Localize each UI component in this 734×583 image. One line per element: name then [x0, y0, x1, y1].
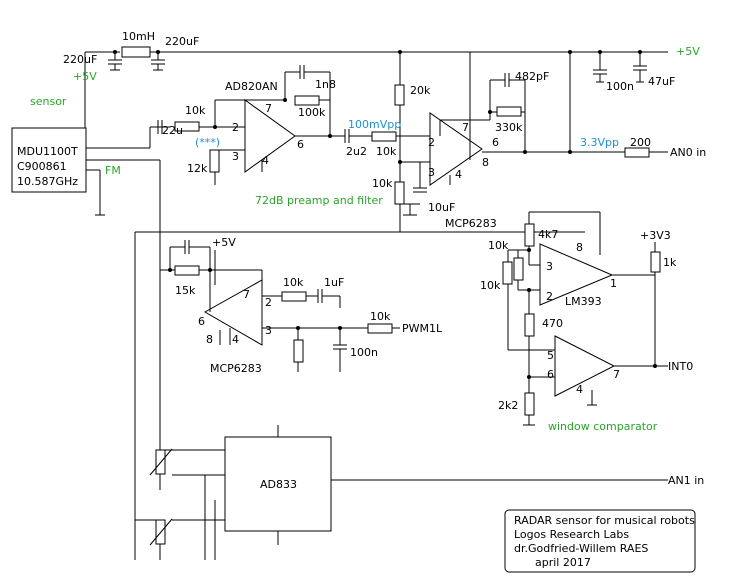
fm-pin-label: FM	[105, 164, 121, 177]
pin-3a: 3	[232, 150, 239, 163]
pin-2b: 2	[428, 136, 435, 149]
dac-part-label: AD833	[260, 478, 297, 491]
res-10k-g-label: 10k	[370, 310, 391, 323]
res-200-label: 200	[630, 136, 651, 149]
pin-2c: 2	[546, 290, 553, 303]
cap-47uF-label: 47uF	[648, 75, 675, 88]
pin-2e: 2	[265, 296, 272, 309]
sensor-module	[11, 127, 161, 450]
pin-8b: 8	[482, 156, 489, 169]
cap-100n-mid-label: 100n	[350, 346, 378, 359]
an1-label: AN1 in	[668, 474, 704, 487]
pin-4e: 4	[232, 333, 239, 346]
cap-2u2-label: 2u2	[346, 145, 367, 158]
preamp-part-label: AD820AN	[225, 80, 278, 93]
cap-220uF-right-label: 220uF	[165, 35, 199, 48]
res-20k-label: 20k	[410, 84, 431, 97]
res-10k-d-label: 10k	[488, 239, 509, 252]
pin-8e: 8	[206, 333, 213, 346]
inductor-10mH	[121, 46, 151, 58]
res-10k-e-label: 10k	[480, 279, 501, 292]
inductor-label: 10mH	[122, 30, 155, 43]
title-line-3: dr.Godfried-Willem RAES	[514, 542, 648, 555]
pin-3c: 3	[546, 260, 553, 273]
res-10k-b-label: 10k	[376, 145, 397, 158]
note-stars-label: (***)	[195, 136, 220, 149]
pin-3e: 3	[265, 324, 272, 337]
pin-3b: 3	[428, 166, 435, 179]
res-4k7-label: 4k7	[538, 228, 558, 241]
res-12k-label: 12k	[187, 162, 208, 175]
level-3v3pp-label: 3.3Vpp	[580, 136, 619, 149]
cap-482pF-label: 482pF	[515, 70, 549, 83]
filter-opamp	[344, 52, 668, 232]
pwm-filter-opamp	[160, 240, 400, 372]
pin-1c: 1	[610, 277, 617, 290]
res-10k-c-label: 10k	[372, 177, 393, 190]
int0-label: INT0	[668, 360, 693, 373]
title-line-1: RADAR sensor for musical robots	[514, 514, 695, 527]
sensor-note: sensor	[30, 95, 67, 108]
title-block	[504, 509, 696, 573]
sensor-part-label: MDU1100T	[17, 145, 78, 158]
vcc-right-label: +5V	[676, 45, 700, 58]
amp2-part-label: MCP6283	[445, 217, 497, 230]
cap-1uF-label: 1uF	[324, 276, 344, 289]
pin-4a: 4	[262, 154, 269, 167]
vcc-mid-label: +5V	[212, 236, 236, 249]
ad833-block	[135, 425, 668, 560]
pin-4d: 4	[576, 383, 583, 396]
sensor-code-label: C900861	[17, 160, 67, 173]
comp-part-label: LM393	[565, 295, 602, 308]
pin-5d: 5	[547, 349, 554, 362]
pin-2a: 2	[232, 121, 239, 134]
cap-100n-top-label: 100n	[606, 80, 634, 93]
res-330k-label: 330k	[495, 121, 523, 134]
sensor-freq-label: 10.587GHz	[17, 175, 78, 188]
title-line-2: Logos Research Labs	[514, 528, 629, 541]
pin-6b: 6	[492, 136, 499, 149]
res-1k-label: 1k	[663, 256, 677, 269]
pin-7d: 7	[613, 368, 620, 381]
level-100mVpp-label: 100mVpp	[348, 118, 401, 131]
title-line-4: april 2017	[535, 556, 591, 569]
pin-6e: 6	[198, 315, 205, 328]
window-comparator	[134, 211, 668, 560]
pin-7b: 7	[462, 121, 469, 134]
res-2k2-label: 2k2	[498, 399, 518, 412]
vcc-3v3-label: +3V3	[640, 229, 671, 242]
pin-7a: 7	[265, 102, 272, 115]
cap-22u-label: 22u	[162, 124, 183, 137]
res-100k-label: 100k	[298, 106, 326, 119]
amp3-part-label: MCP6283	[210, 362, 262, 375]
vcc-left-label: +5V	[73, 70, 97, 83]
cap-1n8-label: 1n8	[315, 78, 336, 91]
pin-4b: 4	[455, 168, 462, 181]
res-10k-f-label: 10k	[283, 276, 304, 289]
res-10k-a-label: 10k	[185, 104, 206, 117]
preamp-caption: 72dB preamp and filter	[255, 194, 383, 207]
cap-10uF-label: 10uF	[428, 201, 455, 214]
pwm-label: PWM1L	[402, 322, 443, 335]
preamp-opamp	[150, 65, 345, 185]
cap-220uF-left-label: 220uF	[63, 53, 97, 66]
res-15k-label: 15k	[175, 284, 196, 297]
pin-6d: 6	[547, 368, 554, 381]
res-470-label: 470	[542, 317, 563, 330]
pin-6a: 6	[297, 138, 304, 151]
supply-rail	[84, 46, 668, 128]
pin-8c: 8	[576, 241, 583, 254]
an0-label: AN0 in	[670, 146, 706, 159]
pin-7e: 7	[243, 288, 250, 301]
window-caption: window comparator	[548, 420, 658, 433]
